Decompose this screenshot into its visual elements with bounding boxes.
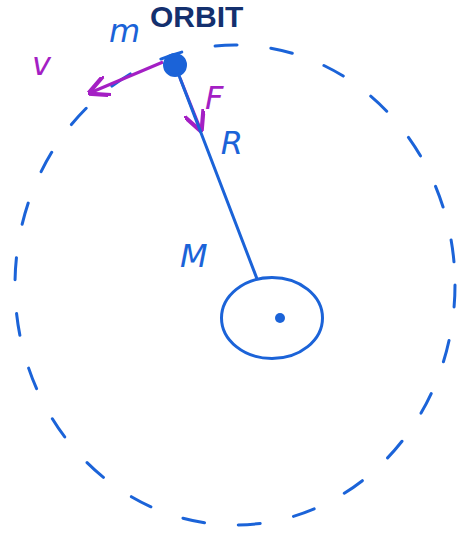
orbit-path	[15, 45, 455, 525]
force-label: F	[205, 82, 223, 114]
radius-label: R	[219, 126, 245, 160]
mass-label: M	[180, 240, 208, 272]
velocity-arrow	[92, 62, 163, 92]
diagram-title: ORBIT	[150, 2, 243, 32]
mass-label: m	[109, 15, 140, 47]
node-shape	[163, 53, 187, 77]
orbiting-mass: m	[163, 53, 187, 77]
radius-line	[179, 76, 256, 278]
node-shape	[220, 276, 324, 360]
velocity-label: v	[32, 48, 51, 80]
central-body: M	[220, 276, 324, 360]
